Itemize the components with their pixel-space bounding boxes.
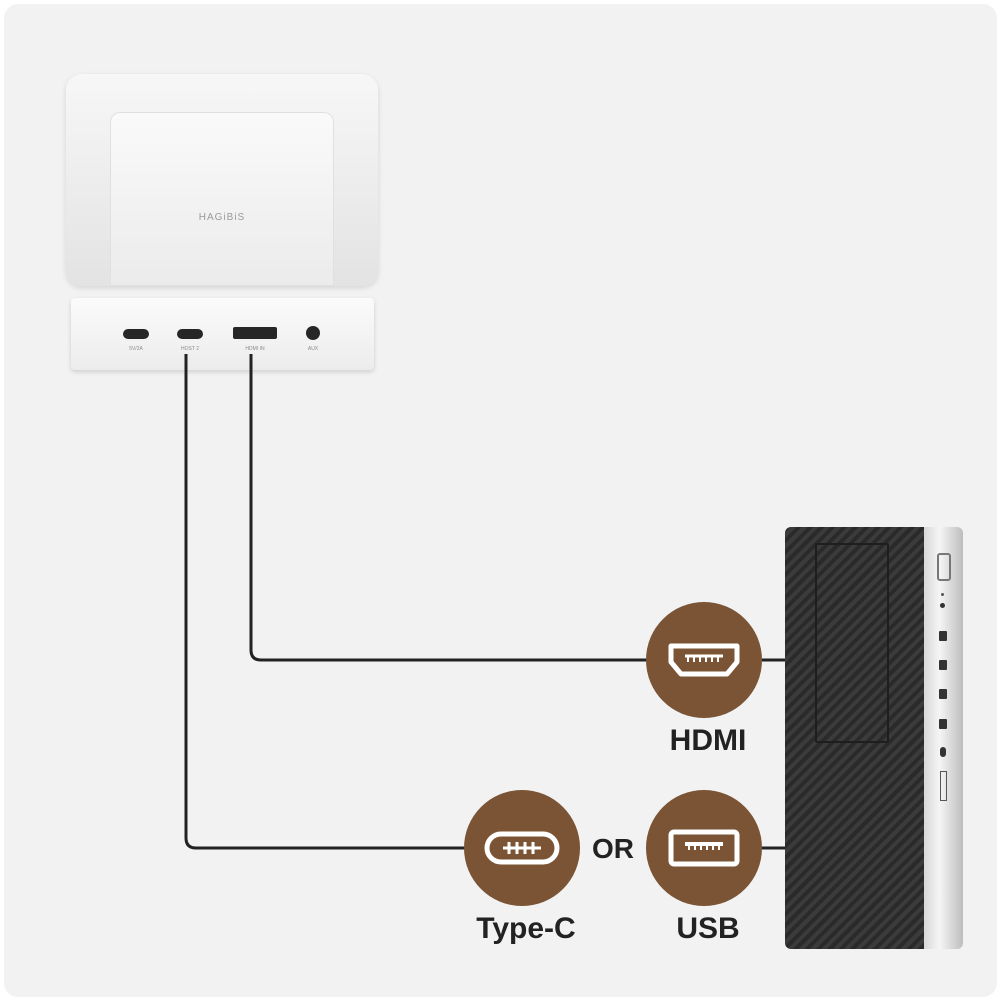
type-c-label: Type-C	[476, 912, 576, 945]
usb-port-icon	[668, 829, 740, 867]
hdmi-label: HDMI	[669, 724, 747, 757]
port-label-hdmi: HDMI IN	[245, 346, 265, 352]
hdmi-in-port	[233, 327, 277, 339]
front-usb-port-icon	[939, 660, 947, 670]
tower-io-panel	[924, 527, 963, 949]
led-indicator	[941, 593, 944, 596]
hdmi-port-icon	[668, 643, 740, 677]
aux-audio-jack	[306, 326, 320, 340]
front-usb-port-icon	[939, 689, 947, 699]
type-c-port-icon	[484, 831, 560, 865]
card-reader-slot	[940, 771, 947, 801]
usb-c-power-port	[123, 329, 149, 339]
front-usb-port-icon	[939, 631, 947, 641]
tower-front-panel	[785, 527, 924, 949]
tower-drive-bay	[815, 543, 889, 743]
or-separator: OR	[592, 833, 634, 864]
port-label-aux: AUX	[307, 346, 319, 352]
hdmi-badge	[646, 602, 762, 718]
dock-port-panel: 5V/2A HOST 2 HDMI IN AUX	[71, 298, 374, 370]
hdmi-cable	[249, 354, 654, 662]
front-usb-port-icon	[939, 719, 947, 729]
portable-monitor: HAGiBiS	[66, 74, 378, 286]
port-label-power: 5V/2A	[129, 346, 143, 352]
type-c-badge	[464, 790, 580, 906]
type-c-cable	[184, 354, 468, 850]
port-label-host: HOST 2	[181, 346, 199, 352]
front-usb-c-port-icon	[940, 747, 946, 757]
monitor-neck	[110, 112, 334, 286]
brand-logo: HAGiBiS	[198, 212, 246, 223]
usb-badge	[646, 790, 762, 906]
audio-jack-icon	[940, 603, 945, 608]
usb-label: USB	[676, 912, 740, 945]
desktop-pc-tower	[785, 527, 963, 949]
power-button-icon	[937, 553, 951, 581]
diagram-canvas: HAGiBiS 5V/2A HOST 2 HDMI IN AUX HDMI	[4, 4, 997, 997]
usb-c-host-port	[177, 329, 203, 339]
cable-lines	[184, 354, 785, 850]
